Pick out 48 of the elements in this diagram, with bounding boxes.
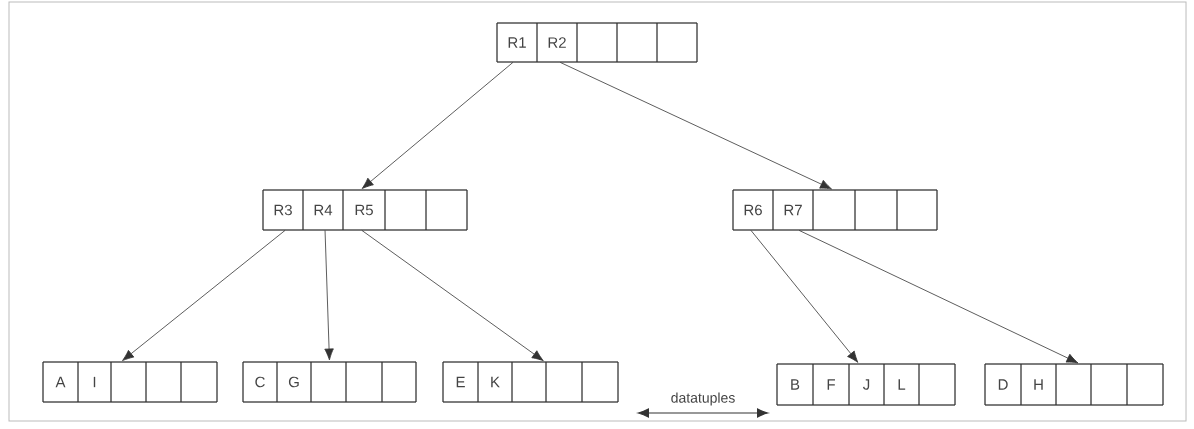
empty-cell — [145, 361, 182, 403]
empty-cell — [1126, 363, 1164, 406]
record-cell: J — [848, 363, 885, 406]
record-cell: R1 — [496, 22, 538, 63]
empty-cell — [425, 189, 468, 231]
record-cell: R3 — [262, 189, 304, 231]
record-cell: R2 — [536, 22, 578, 63]
arrow — [798, 230, 1079, 364]
empty-cell — [110, 361, 147, 403]
empty-cell — [180, 361, 218, 403]
empty-cell — [581, 361, 619, 403]
empty-cell — [345, 361, 383, 403]
empty-cell — [545, 361, 583, 403]
record-cell: D — [984, 363, 1022, 406]
empty-cell — [1055, 363, 1092, 406]
empty-cell — [896, 189, 938, 231]
record-cell: R5 — [342, 189, 386, 231]
record-cell: I — [77, 361, 112, 403]
label-text: datatuples — [671, 392, 735, 406]
record-cell: R7 — [772, 189, 814, 231]
empty-cell — [310, 361, 347, 403]
record-cell: H — [1020, 363, 1057, 406]
record-cell: A — [42, 361, 79, 403]
arrow — [559, 62, 832, 190]
record-cell: B — [776, 363, 814, 406]
arrow — [122, 230, 286, 361]
arrow — [750, 230, 859, 363]
record-cell: R4 — [302, 189, 344, 231]
empty-cell — [854, 189, 898, 231]
empty-cell — [616, 22, 658, 63]
empty-cell — [381, 361, 417, 403]
empty-cell — [1090, 363, 1128, 406]
record-cell: R6 — [732, 189, 774, 231]
record-cell: L — [883, 363, 920, 406]
arrow — [361, 62, 514, 189]
empty-cell — [384, 189, 427, 231]
arrow — [361, 230, 544, 362]
arrow — [324, 230, 334, 361]
empty-cell — [812, 189, 856, 231]
record-cell: E — [442, 361, 479, 403]
empty-cell — [576, 22, 618, 63]
record-cell: C — [242, 361, 278, 403]
empty-cell — [511, 361, 547, 403]
empty-cell — [656, 22, 698, 63]
empty-cell — [918, 363, 956, 406]
record-cell: G — [276, 361, 312, 403]
record-cell: F — [812, 363, 850, 406]
record-cell: K — [477, 361, 513, 403]
